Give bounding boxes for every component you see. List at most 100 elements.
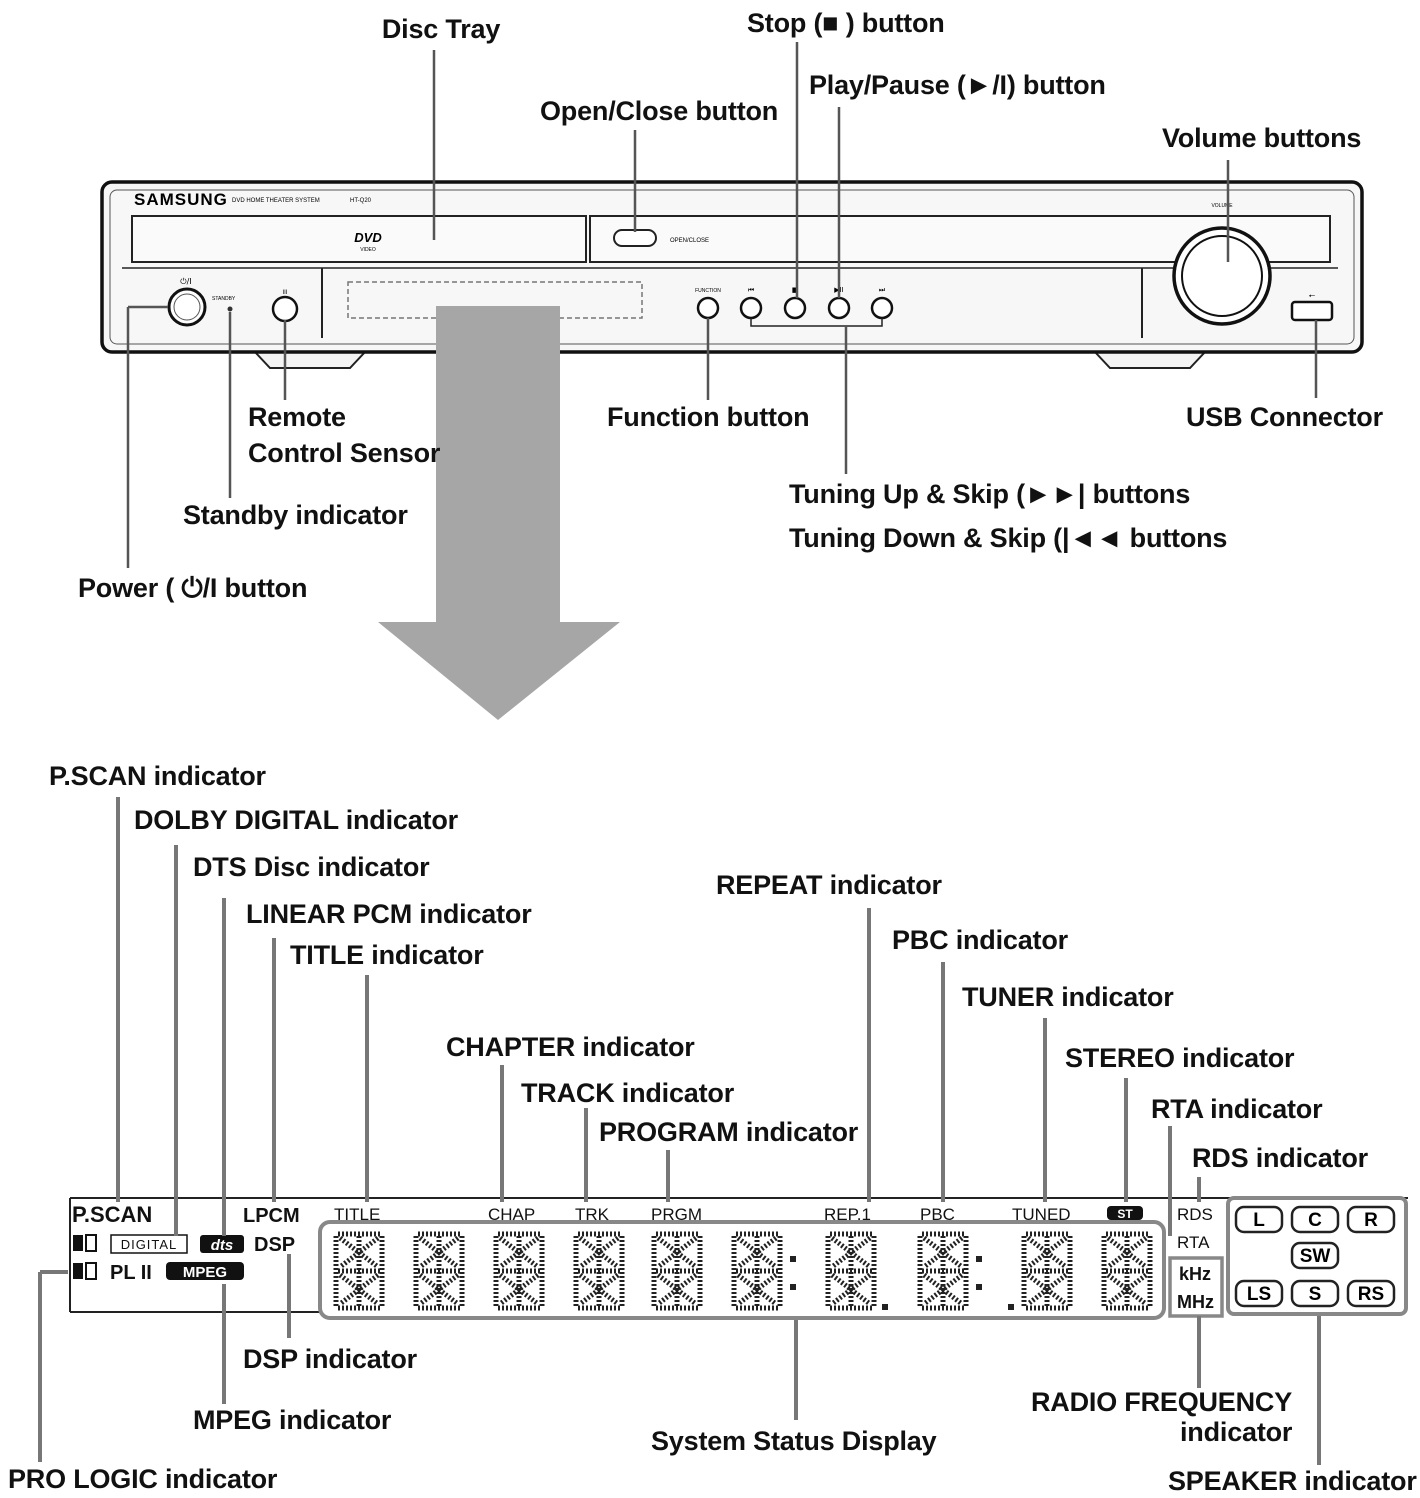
segment-digit bbox=[917, 1231, 969, 1311]
volume-knob[interactable] bbox=[1172, 226, 1272, 326]
rds-indicator: RDS bbox=[1177, 1205, 1213, 1224]
digital-indicator: DIGITAL bbox=[121, 1237, 178, 1252]
label-stereo: STEREO indicator bbox=[1065, 1043, 1295, 1073]
volume-text: VOLUME bbox=[1211, 203, 1233, 209]
model-number: HT-Q20 bbox=[350, 198, 372, 204]
repeat-indicator: REP.1 bbox=[824, 1205, 871, 1224]
speaker-box-r bbox=[1346, 1205, 1396, 1234]
decimal-dot bbox=[882, 1304, 888, 1310]
label-mpeg: MPEG indicator bbox=[193, 1405, 392, 1435]
label-pbc: PBC indicator bbox=[892, 925, 1068, 955]
bottom-leader-lines bbox=[38, 797, 1321, 1465]
skip-back-icon: ⏮ bbox=[748, 286, 754, 294]
tuned-indicator: TUNED bbox=[1012, 1205, 1071, 1224]
usb-icon: ⭠ bbox=[1309, 291, 1316, 300]
label-volume: Volume buttons bbox=[1162, 123, 1362, 153]
label-play-pause: Play/Pause (►/I) button bbox=[809, 70, 1106, 100]
decimal-dot bbox=[1008, 1304, 1014, 1310]
right-foot bbox=[1092, 351, 1208, 369]
label-function: Function button bbox=[607, 402, 810, 432]
segment-digit bbox=[1021, 1231, 1073, 1311]
label-tuner: TUNER indicator bbox=[962, 982, 1174, 1012]
down-arrow bbox=[378, 306, 620, 720]
speaker-box-l bbox=[1234, 1205, 1284, 1234]
segment-digit bbox=[651, 1231, 703, 1311]
remote-sensor bbox=[271, 295, 299, 323]
dsp-indicator: DSP bbox=[254, 1234, 295, 1256]
label-usb: USB Connector bbox=[1186, 402, 1383, 432]
skip-back-button[interactable] bbox=[739, 296, 763, 320]
label-track: TRACK indicator bbox=[521, 1078, 735, 1108]
left-foot bbox=[252, 351, 368, 369]
label-tuning-up: Tuning Up & Skip (►►| buttons bbox=[789, 479, 1191, 509]
standby-text: STANDBY bbox=[212, 296, 236, 302]
rta-indicator: RTA bbox=[1177, 1233, 1210, 1252]
label-stop-button: Stop (■ ) button bbox=[747, 8, 945, 38]
segment-digit bbox=[825, 1231, 877, 1311]
dts-indicator: dts bbox=[211, 1237, 234, 1254]
dvd-logo-sub: VIDEO bbox=[360, 247, 376, 253]
speaker-box-ls bbox=[1234, 1279, 1284, 1308]
frequency-box bbox=[1168, 1256, 1224, 1318]
label-radio-freq-1: RADIO FREQUENCY bbox=[1031, 1387, 1293, 1417]
label-rds: RDS indicator bbox=[1192, 1143, 1368, 1173]
pscan-indicator: P.SCAN bbox=[72, 1202, 152, 1227]
mhz-indicator: MHz bbox=[1177, 1292, 1214, 1312]
label-pscan: P.SCAN indicator bbox=[49, 761, 266, 791]
label-tuning-down: Tuning Down & Skip (|◄◄ buttons bbox=[789, 523, 1228, 553]
brand-logo: SAMSUNG bbox=[134, 190, 228, 209]
speaker-box-c bbox=[1290, 1205, 1340, 1234]
open-close-button[interactable] bbox=[613, 229, 657, 247]
speaker-box-s bbox=[1290, 1279, 1340, 1308]
colon-dot bbox=[790, 1256, 796, 1262]
label-dolby: DOLBY DIGITAL indicator bbox=[134, 805, 458, 835]
label-speaker: SPEAKER indicator bbox=[1168, 1466, 1417, 1496]
khz-indicator: kHz bbox=[1179, 1264, 1211, 1284]
label-title: TITLE indicator bbox=[290, 940, 484, 970]
label-rta: RTA indicator bbox=[1151, 1094, 1323, 1124]
skip-forward-button[interactable] bbox=[870, 296, 894, 320]
prgm-indicator: PRGM bbox=[651, 1205, 702, 1224]
mpeg-indicator: MPEG bbox=[183, 1264, 227, 1281]
function-button[interactable] bbox=[696, 296, 720, 320]
dvd-logo: DVD bbox=[354, 230, 382, 245]
segment-digit bbox=[413, 1231, 465, 1311]
function-text: FUNCTION bbox=[695, 288, 721, 294]
usb-connector[interactable] bbox=[1290, 300, 1334, 322]
colon-dot bbox=[976, 1256, 982, 1262]
display-indicators: P.SCAN LPCM TITLE CHAP TRK PRGM REP.1 PB… bbox=[72, 1202, 1214, 1312]
device-body bbox=[100, 180, 1364, 354]
label-remote-1: Remote bbox=[248, 402, 346, 432]
chap-indicator: CHAP bbox=[488, 1205, 535, 1224]
device-front-panel: SAMSUNG DVD HOME THEATER SYSTEM HT-Q20 D… bbox=[100, 180, 1364, 369]
standby-led bbox=[227, 306, 233, 312]
stop-icon: ■ bbox=[792, 286, 799, 294]
pl2-indicator: PL II bbox=[110, 1262, 152, 1284]
speaker-label-s: S bbox=[1309, 1284, 1322, 1305]
speaker-label-rs: RS bbox=[1358, 1284, 1384, 1305]
skip-forward-icon: ⏭ bbox=[879, 286, 886, 294]
label-dsp: DSP indicator bbox=[243, 1344, 417, 1374]
segment-digits bbox=[333, 1231, 1153, 1311]
play-pause-button[interactable] bbox=[827, 296, 851, 320]
label-lpcm: LINEAR PCM indicator bbox=[246, 899, 532, 929]
colon-dot bbox=[976, 1284, 982, 1290]
speaker-label-l: L bbox=[1253, 1210, 1265, 1231]
sensor-mark: III bbox=[282, 290, 287, 296]
label-pro-logic: PRO LOGIC indicator bbox=[8, 1464, 278, 1494]
label-disc-tray: Disc Tray bbox=[381, 14, 501, 44]
label-remote-2: Control Sensor bbox=[248, 438, 441, 468]
model-text: DVD HOME THEATER SYSTEM bbox=[232, 198, 320, 204]
speaker-box-rs bbox=[1346, 1279, 1396, 1308]
pbc-indicator: PBC bbox=[920, 1205, 955, 1224]
trk-indicator: TRK bbox=[575, 1205, 610, 1224]
stereo-indicator: ST bbox=[1117, 1207, 1133, 1221]
label-dts: DTS Disc indicator bbox=[193, 852, 430, 882]
stop-button[interactable] bbox=[783, 296, 807, 320]
speaker-label-ls: LS bbox=[1247, 1284, 1271, 1305]
label-open-close: Open/Close button bbox=[540, 96, 779, 126]
segment-digit bbox=[1101, 1231, 1153, 1311]
segment-digit bbox=[333, 1231, 385, 1311]
